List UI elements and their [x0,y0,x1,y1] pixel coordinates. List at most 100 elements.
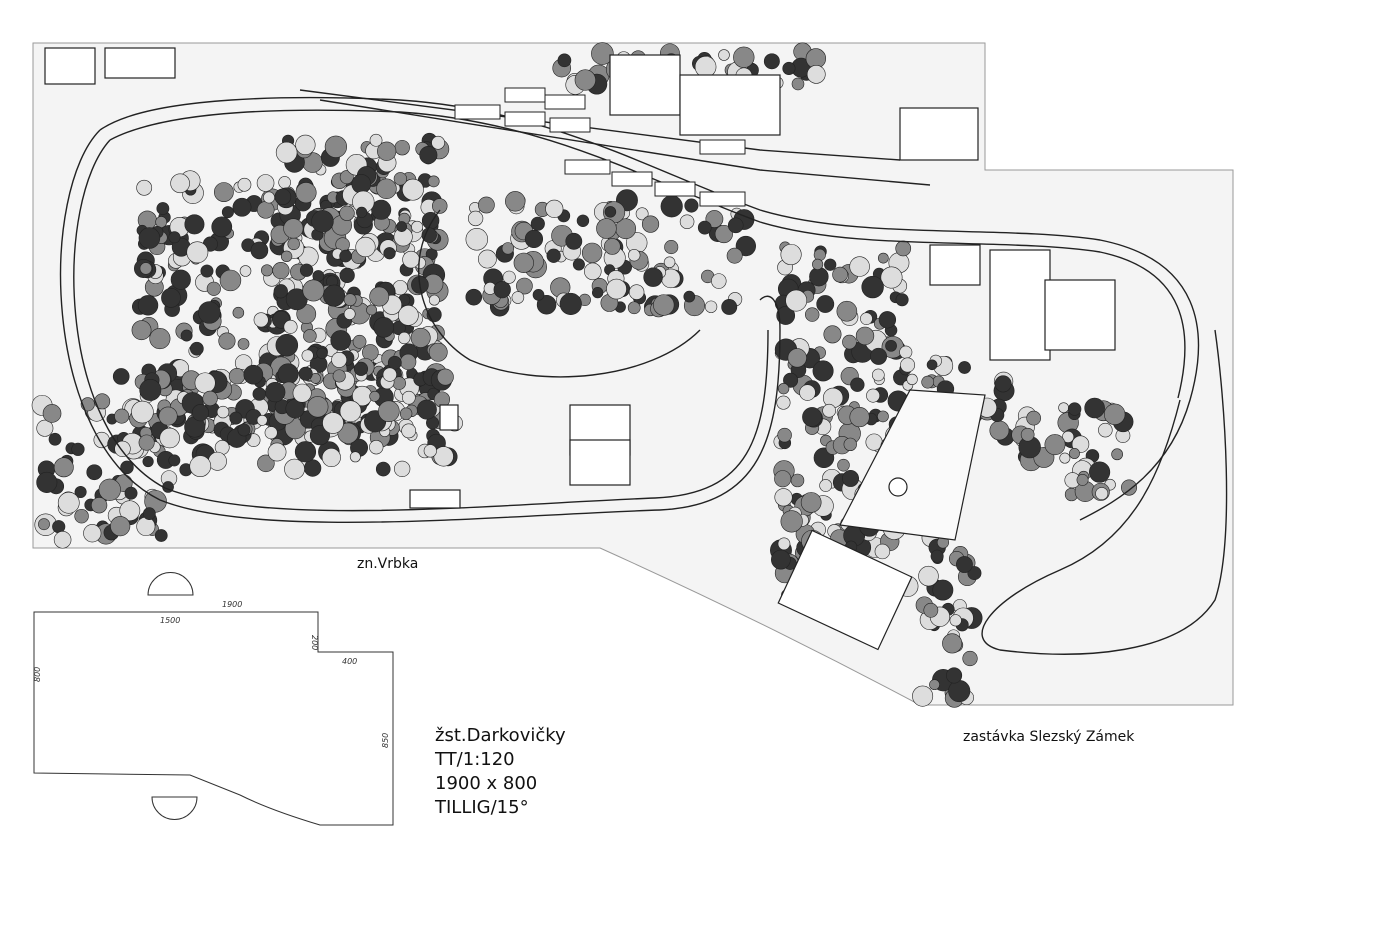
tree [186,241,209,264]
tree [628,248,641,262]
tree [311,210,334,233]
tree [98,478,121,501]
tree [791,77,805,91]
tree [298,366,313,381]
tree [780,243,802,266]
tree [850,377,865,392]
tree [243,364,264,385]
track-station-siding [299,89,901,161]
tree [557,53,572,68]
tree [592,286,604,299]
tree [353,361,369,376]
tree [208,451,227,471]
tree [885,339,897,352]
tree [74,486,87,499]
tree [958,361,971,374]
tree [277,363,299,385]
tree [416,399,437,420]
tree [402,390,416,405]
tree [683,290,696,303]
tree [343,293,357,307]
tree [799,384,816,401]
tree [149,328,171,350]
tree [802,407,822,427]
tree [200,264,214,278]
tree [139,379,162,401]
tree [806,64,826,84]
tree [142,507,156,521]
tree [283,218,304,239]
tree [278,176,291,189]
tree [295,134,316,155]
tree [572,258,585,271]
tree [576,214,590,227]
dim-right-section: 400 [342,657,357,666]
tree [362,344,379,361]
tree [57,491,80,514]
tree [71,442,85,456]
tree [332,369,346,383]
board-dimension-plan: 1900 1500 200 400 800 850 [33,572,394,826]
tree [704,300,718,313]
tree [465,288,483,306]
tree [285,399,305,419]
tree [375,461,391,477]
buildings [44,47,1116,651]
tree [428,342,448,362]
track-main-line [99,96,1200,521]
track-station-siding-2 [319,99,931,186]
tree [545,199,564,218]
tree [929,679,940,691]
tree [138,227,161,249]
tree [110,516,131,537]
tree [1121,479,1138,496]
tree [596,218,617,239]
tree [283,319,298,334]
tree [137,295,159,316]
tree [809,266,829,287]
tree [783,372,799,388]
tree [349,451,361,463]
tree [154,529,168,542]
tree [1020,427,1035,442]
tree [565,232,583,250]
tree [994,375,1012,393]
tree [158,406,178,426]
tree [339,249,352,263]
tree [878,311,897,329]
tree [843,437,857,452]
tree [256,201,275,219]
tree [138,434,155,451]
tree [48,432,62,446]
tree [38,518,50,531]
tree [232,197,252,217]
dim-left-section: 1500 [160,616,180,625]
tree [776,306,796,325]
tree [711,273,727,289]
tree [120,460,134,475]
building-castle-side [929,244,981,286]
tree [114,408,130,424]
tree [697,220,712,235]
tree [1067,402,1082,416]
tree [1084,397,1105,419]
tree [849,407,870,428]
tree [369,439,384,455]
tree [119,500,141,522]
tree [912,685,934,707]
tree [213,182,234,202]
tree [322,412,344,434]
tree [516,277,533,295]
tree [502,270,516,284]
tree [159,427,180,449]
tree [168,454,181,467]
tree [382,367,397,382]
tree [339,400,362,423]
tree [299,263,314,277]
tree [949,614,962,627]
tree [419,145,438,165]
tree [321,448,341,468]
tree [253,312,269,328]
board-plan-outline [33,611,394,826]
tree [842,334,857,350]
